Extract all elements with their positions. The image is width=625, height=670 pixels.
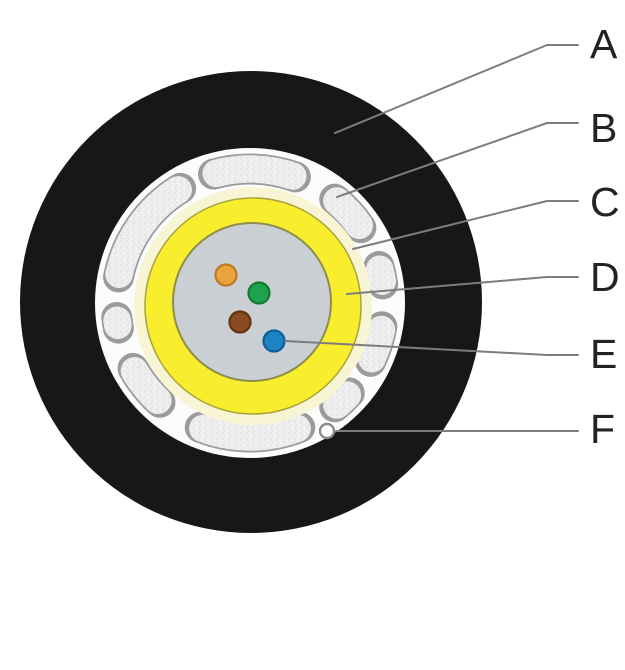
strength-member-capsule: [189, 414, 311, 451]
leader-line-a: [334, 44, 579, 134]
leader-lines: [284, 44, 579, 432]
fiber-dots: [214, 263, 286, 353]
label-c: C: [590, 179, 620, 225]
fiber-dot-brown: [228, 310, 252, 334]
leader-line-c: [352, 200, 579, 250]
fiber-dot-orange: [214, 263, 238, 287]
label-d: D: [590, 254, 620, 300]
strength-member-capsule: [358, 315, 396, 373]
strength-member-capsule: [323, 381, 362, 419]
fiber-dot-blue: [262, 329, 286, 353]
strength-member-ring: [101, 153, 399, 453]
label-b: B: [590, 105, 617, 151]
strength-member-capsule: [365, 255, 396, 295]
leader-line-e: [284, 340, 579, 356]
label-e: E: [590, 331, 617, 377]
inner-layers: [134, 187, 372, 425]
strength-member-capsule: [105, 176, 192, 288]
strength-member-capsule: [202, 155, 307, 190]
leader-line-d: [346, 276, 579, 295]
label-f: F: [590, 406, 615, 452]
label-a: A: [590, 21, 618, 67]
strength-member-capsule: [323, 187, 373, 240]
strength-member-capsule: [103, 306, 132, 340]
labels: A B C D E F: [590, 21, 620, 452]
strength-member-capsule: [120, 357, 172, 415]
ripcord: [318, 422, 336, 440]
ripcord-circle: [318, 422, 336, 440]
fiber-dot-green: [247, 281, 271, 305]
leader-line-b: [336, 122, 579, 198]
